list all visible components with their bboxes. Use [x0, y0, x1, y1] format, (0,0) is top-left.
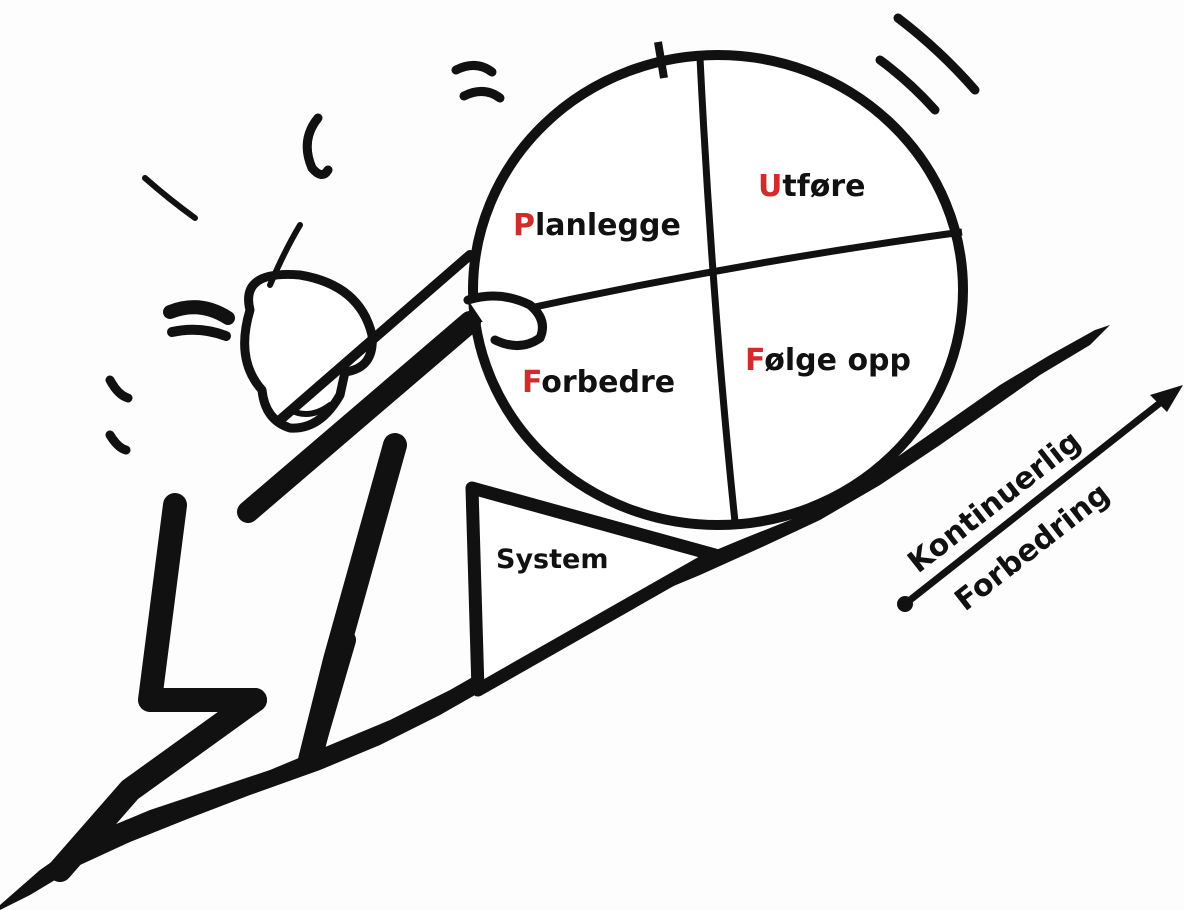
torso-back	[150, 505, 255, 700]
motion-mark-5	[464, 91, 500, 98]
quadrant-act-label: Forbedre	[522, 365, 675, 400]
pdca-wheel	[473, 42, 963, 525]
eye-lower-left	[172, 330, 226, 336]
system-label: System	[496, 544, 608, 575]
quadrant-plan-label: Planlegge	[513, 208, 681, 243]
wheel-outline	[473, 55, 963, 525]
quadrant-check-label: Følge opp	[745, 343, 911, 378]
eye-left	[170, 307, 228, 318]
motion-mark-7	[880, 60, 935, 110]
motion-mark-4	[456, 65, 492, 72]
improvement-arrow	[897, 385, 1183, 612]
motion-mark-3	[307, 118, 328, 175]
quadrant-do-label: Utføre	[758, 169, 866, 204]
sweat-drop-2	[110, 435, 126, 450]
sweat-drop-1	[110, 380, 128, 398]
motion-mark-1	[145, 178, 195, 218]
arrow-tail	[897, 596, 913, 612]
